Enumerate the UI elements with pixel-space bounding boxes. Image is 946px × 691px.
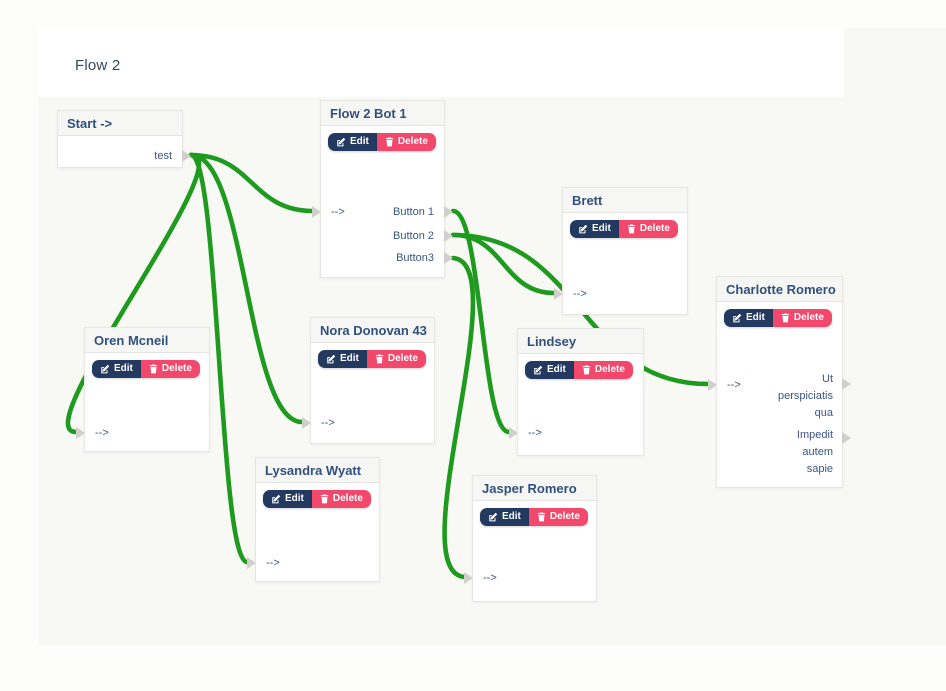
output-label-test: test — [154, 150, 172, 162]
node-title: Nora Donovan 43 — [311, 318, 434, 343]
output-port-button3[interactable] — [444, 252, 453, 264]
node-title: Jasper Romero — [473, 476, 596, 501]
output-label-impedit: Impedit autem sapie — [796, 429, 833, 475]
input-label: --> — [528, 427, 542, 439]
output-label-ut: Ut perspiciatis qua — [777, 373, 833, 419]
input-port[interactable] — [76, 427, 85, 439]
output-port-ut[interactable] — [842, 378, 851, 390]
node-lindsey[interactable]: Lindsey Edit Delete --> — [509, 328, 644, 456]
delete-button[interactable]: Delete — [573, 361, 633, 379]
input-label: --> — [727, 379, 741, 391]
edit-button[interactable]: Edit — [724, 309, 773, 327]
pencil-edit-icon — [579, 224, 588, 234]
pencil-edit-icon — [337, 137, 346, 147]
node-title: Lysandra Wyatt — [256, 458, 379, 483]
node-title: Oren Mcneil — [85, 328, 209, 353]
pencil-edit-icon — [534, 365, 543, 375]
output-port-impedit[interactable] — [842, 432, 851, 444]
pencil-edit-icon — [101, 364, 110, 374]
input-label: --> — [331, 206, 345, 218]
node-title: Flow 2 Bot 1 — [321, 101, 444, 126]
output-label-button2: Button 2 — [393, 230, 434, 242]
node-nora[interactable]: Nora Donovan 43 Edit Delete --> — [302, 317, 435, 444]
node-start[interactable]: Start -> test — [57, 110, 191, 168]
input-port[interactable] — [302, 417, 311, 429]
node-charlotte[interactable]: Charlotte Romero Edit Delete --> Ut pers… — [708, 276, 851, 488]
input-port[interactable] — [247, 557, 256, 569]
node-title: Charlotte Romero — [717, 277, 842, 302]
edit-button[interactable]: Edit — [263, 490, 312, 508]
output-port-button1[interactable] — [444, 206, 453, 218]
delete-button[interactable]: Delete — [772, 309, 832, 327]
wire-button3-to-jasper[interactable] — [442, 255, 476, 580]
input-port[interactable] — [708, 379, 717, 391]
input-port[interactable] — [509, 427, 518, 439]
flow-canvas-corner — [844, 28, 946, 97]
output-port-test[interactable] — [182, 150, 191, 162]
input-label: --> — [573, 288, 587, 300]
trash-icon — [375, 354, 384, 364]
input-label: --> — [266, 557, 280, 569]
pencil-edit-icon — [489, 512, 498, 522]
trash-icon — [781, 313, 790, 323]
delete-button[interactable]: Delete — [140, 360, 200, 378]
trash-icon — [149, 364, 158, 374]
node-oren[interactable]: Oren Mcneil Edit Delete --> — [76, 327, 210, 452]
output-label-button1: Button 1 — [393, 206, 434, 218]
edit-button[interactable]: Edit — [92, 360, 141, 378]
pencil-edit-icon — [733, 313, 742, 323]
trash-icon — [582, 365, 591, 375]
edit-button[interactable]: Edit — [328, 133, 377, 151]
node-title: Brett — [563, 188, 687, 213]
input-label: --> — [483, 572, 497, 584]
input-label: --> — [95, 427, 109, 439]
flow-header-bar: Flow 2 — [38, 28, 844, 97]
node-flow2bot1[interactable]: Flow 2 Bot 1 Edit Delete --> Button 1 Bu… — [312, 100, 453, 278]
delete-button[interactable]: Delete — [376, 133, 436, 151]
wire-button1-to-lindsey[interactable] — [450, 208, 512, 435]
delete-button[interactable]: Delete — [311, 490, 371, 508]
input-port[interactable] — [554, 288, 563, 300]
pencil-edit-icon — [272, 494, 281, 504]
edit-button[interactable]: Edit — [525, 361, 574, 379]
node-jasper[interactable]: Jasper Romero Edit Delete --> — [464, 475, 597, 602]
wire-test-to-bot[interactable] — [188, 152, 316, 214]
edit-button[interactable]: Edit — [318, 350, 367, 368]
delete-button[interactable]: Delete — [528, 508, 588, 526]
delete-button[interactable]: Delete — [366, 350, 426, 368]
trash-icon — [385, 137, 394, 147]
node-title: Lindsey — [518, 329, 643, 354]
wire-test-to-lysandra[interactable] — [188, 152, 250, 565]
page-title: Flow 2 — [75, 57, 121, 74]
output-port-button2[interactable] — [444, 230, 453, 242]
wire-test-to-nora[interactable] — [188, 152, 305, 425]
node-brett[interactable]: Brett Edit Delete --> — [554, 187, 688, 315]
pencil-edit-icon — [327, 354, 336, 364]
input-label: --> — [321, 417, 335, 429]
node-title: Start -> — [58, 111, 182, 136]
trash-icon — [627, 224, 636, 234]
node-lysandra[interactable]: Lysandra Wyatt Edit Delete --> — [247, 457, 380, 582]
edit-button[interactable]: Edit — [570, 220, 619, 238]
edit-button[interactable]: Edit — [480, 508, 529, 526]
output-label-button3: Button3 — [396, 252, 434, 264]
input-port[interactable] — [312, 206, 321, 218]
trash-icon — [537, 512, 546, 522]
trash-icon — [320, 494, 329, 504]
input-port[interactable] — [464, 572, 473, 584]
delete-button[interactable]: Delete — [618, 220, 678, 238]
